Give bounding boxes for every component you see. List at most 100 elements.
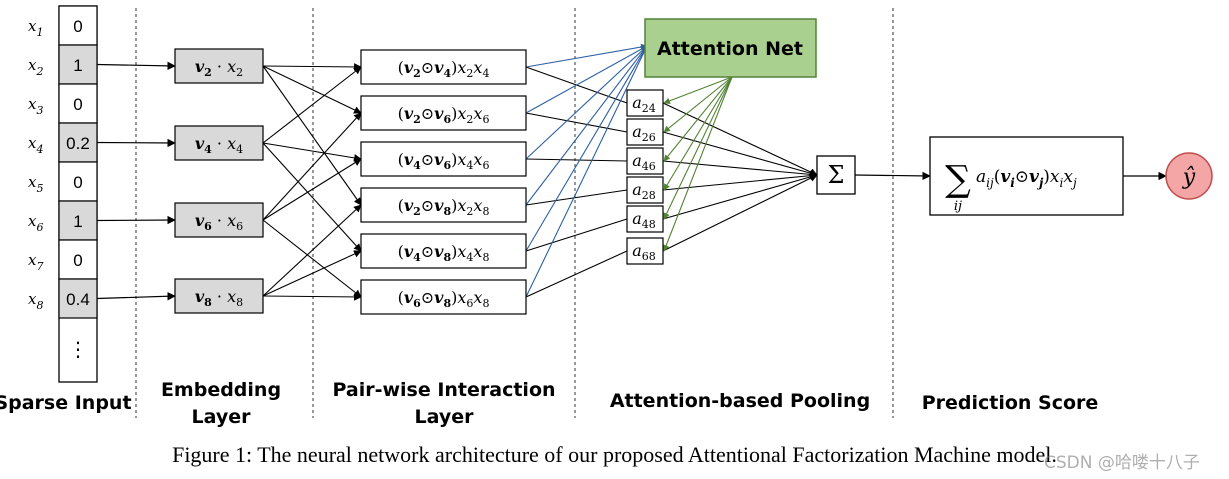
pair-box (360, 187, 527, 223)
sparse-value: 0 (73, 173, 82, 192)
sum-symbol: Σ (828, 161, 845, 189)
sparse-cell (58, 83, 98, 124)
pair-to-attention-arrow (525, 45, 648, 160)
prediction-sum-sign: ∑ (945, 159, 971, 200)
embedding-box (174, 48, 264, 84)
sparse-cell (58, 161, 98, 202)
embedding-box (174, 125, 264, 161)
sparse-value: 0 (73, 17, 82, 36)
attention-net-box (644, 18, 817, 78)
sparse-feature-label: x6 (28, 212, 43, 234)
sparse-feature-label: x8 (28, 290, 43, 312)
sparse-cell (58, 5, 98, 46)
connection-line (662, 160, 818, 179)
output-node: ŷ (1165, 152, 1213, 200)
connection-line (262, 66, 362, 144)
sparse-feature-label: x4 (28, 134, 43, 156)
embedding-label: v2 · x2 (195, 57, 243, 79)
sparse-cell (58, 239, 98, 280)
sparse-value: 1 (73, 56, 82, 75)
attention-weight-box (626, 176, 664, 204)
sum-node: Σ (816, 155, 856, 195)
connection-line (854, 171, 931, 181)
pairwise-interaction-layer: (v2⊙v4)x2x4(v2⊙v6)x2x6(v4⊙v6)x4x6(v2⊙v8)… (360, 49, 527, 315)
connection-line (96, 138, 176, 148)
connection-line (262, 112, 362, 221)
sparse-feature-label: x1 (28, 17, 43, 39)
connection-line (662, 102, 818, 176)
layer-label-pooling: Attention-based Pooling (610, 390, 870, 412)
pair-box (360, 95, 527, 131)
sparse-feature-label: x5 (28, 173, 43, 195)
layer-labels: Sparse Input Embedding Layer Pair-wise I… (0, 379, 1098, 428)
layer-label-sparse: Sparse Input (0, 392, 132, 414)
pair-box (360, 141, 527, 177)
attention-weight-label: a68 (632, 241, 656, 263)
pair-to-attention-arrow (525, 45, 648, 114)
pair-to-attention-arrow (525, 45, 648, 252)
connection-line (262, 65, 362, 206)
pair-box (360, 279, 527, 315)
attention-weight-label: a46 (632, 151, 656, 173)
attention-to-weight-arrow (663, 76, 733, 220)
connection-line (262, 142, 362, 252)
attention-weight-label: a26 (632, 122, 656, 144)
pair-to-attention-arrow (525, 45, 648, 206)
embedding-box (174, 278, 264, 314)
pair-label: (v2⊙v4)x2x4 (398, 58, 490, 80)
sparse-value: 0 (73, 95, 82, 114)
sparse-value: 1 (73, 212, 82, 231)
sparse-cell (58, 278, 98, 319)
embedding-label: v8 · x8 (195, 287, 243, 309)
sparse-feature-label: x3 (28, 95, 43, 117)
output-y-hat: ŷ (1182, 165, 1196, 190)
attention-weight-box (626, 118, 664, 146)
sparse-value: 0.4 (66, 290, 90, 309)
attention-weight-label: a24 (632, 93, 656, 115)
attention-arrows (525, 43, 733, 298)
pair-label: (v6⊙v8)x6x8 (398, 288, 490, 310)
connections (96, 61, 1167, 301)
connection-line (525, 218, 628, 252)
sum-box (816, 155, 856, 195)
sparse-feature-label: x7 (28, 251, 43, 273)
connection-line (525, 112, 628, 133)
attention-weight-box (626, 205, 664, 233)
layer-label-interaction-2: Layer (415, 406, 475, 428)
pair-to-attention-arrow (525, 43, 648, 68)
prediction-box (929, 136, 1124, 216)
attention-to-weight-arrow (663, 76, 733, 252)
sparse-value: 0 (73, 251, 82, 270)
connection-line (662, 174, 818, 252)
connection-line (525, 250, 628, 298)
connection-line (662, 173, 818, 220)
prediction-score: ∑ ij aij(vi⊙vj)xixj (929, 136, 1124, 216)
attention-weight-box (626, 147, 664, 175)
pair-box (360, 49, 527, 85)
attention-to-weight-arrow (663, 76, 733, 104)
sparse-feature-label: x2 (28, 56, 43, 78)
connection-line (262, 219, 362, 298)
output-circle (1165, 152, 1213, 200)
pair-label: (v2⊙v6)x2x6 (398, 104, 490, 126)
connection-line (662, 171, 818, 191)
prediction-formula: aij(vi⊙vj)xixj (976, 167, 1077, 190)
attention-net-label: Attention Net (657, 38, 803, 60)
attention-to-weight-arrow (663, 76, 733, 162)
attention-weight-box (626, 237, 664, 265)
connection-line (262, 65, 362, 114)
connection-line (262, 63, 362, 71)
pair-to-attention-arrow (525, 45, 648, 298)
connection-line (262, 204, 362, 297)
connection-line (262, 142, 362, 162)
sparse-cell (58, 200, 98, 241)
connection-line (525, 189, 628, 206)
connection-line (262, 250, 362, 297)
connection-line (96, 215, 176, 225)
attention-weight-label: a28 (632, 180, 656, 202)
sparse-ellipsis: ⋮ (68, 337, 88, 361)
embedding-label: v6 · x6 (195, 211, 243, 233)
layer-label-embedding-2: Layer (192, 406, 252, 428)
